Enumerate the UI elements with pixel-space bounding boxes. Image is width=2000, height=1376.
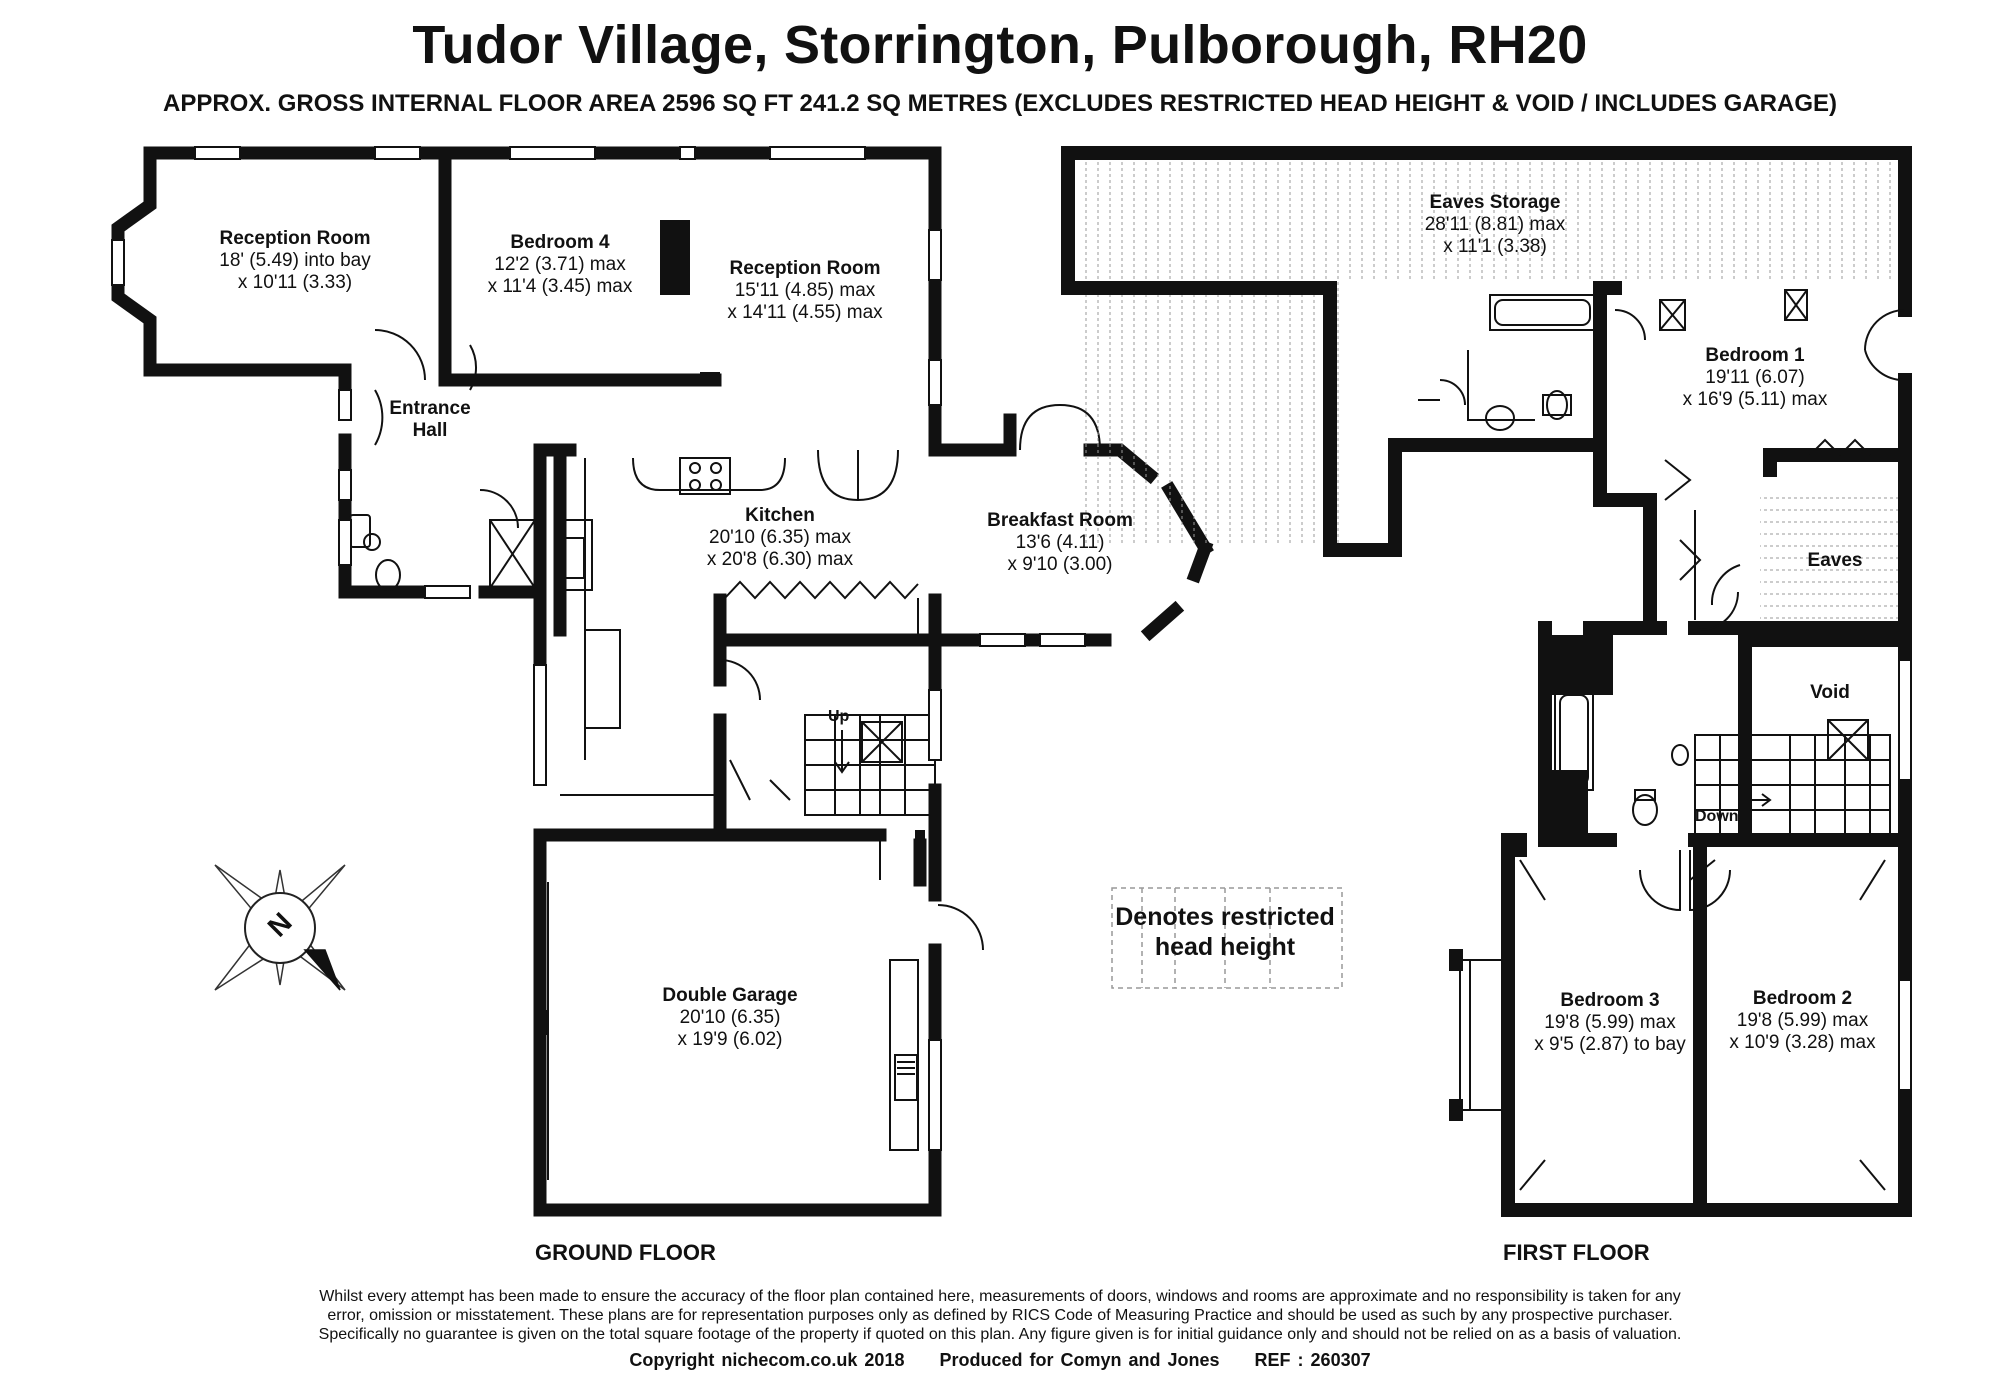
kitchen-label: Kitchen 20'10 (6.35) max x 20'8 (6.30) m… [680,505,880,571]
room-name: Breakfast Room [987,510,1133,531]
room-dimension: x 10'11 (3.33) [237,272,353,293]
eaves-label: Eaves [1785,550,1885,572]
room-name: Kitchen [745,505,815,526]
eaves-storage-label: Eaves Storage 28'11 (8.81) max x 11'1 (3… [1390,192,1600,258]
entrance-hall-label: Entrance Hall [370,398,490,442]
room-dimension: x 19'9 (6.02) [677,1029,783,1050]
room-name: Bedroom 2 [1752,988,1853,1009]
room-name: Bedroom 4 [510,232,610,253]
room-dimension: 19'8 (5.99) max [1736,1010,1869,1031]
room-dimension: x 14'11 (4.55) max [727,302,883,323]
produced-for-text: Produced for Comyn and Jones [939,1350,1220,1370]
reception-room-left-label: Reception Room 18' (5.49) into bay x 10'… [180,228,410,294]
room-name: Reception Room [219,228,371,249]
room-name: Bedroom 3 [1560,990,1660,1011]
breakfast-room-label: Breakfast Room 13'6 (4.11) x 9'10 (3.00) [970,510,1150,576]
reference-text: REF : 260307 [1254,1350,1371,1370]
room-name: Hall [412,420,448,441]
bedroom-1-label: Bedroom 1 19'11 (6.07) x 16'9 (5.11) max [1660,345,1850,411]
plan-title: Tudor Village, Storrington, Pulborough, … [412,15,1588,75]
room-name: Reception Room [729,258,881,279]
room-dimension: x 20'8 (6.30) max [706,549,854,570]
copyright-text: Copyright nichecom.co.uk 2018 [629,1350,905,1370]
disclaimer-line: Specifically no guarantee is given on th… [318,1326,1682,1343]
room-dimension: 19'8 (5.99) max [1544,1012,1676,1033]
bedroom-2-label: Bedroom 2 19'8 (5.99) max x 10'9 (3.28) … [1710,988,1895,1054]
room-dimension: 28'11 (8.81) max [1424,214,1566,235]
legend-line: head height [1154,933,1296,961]
footer: Copyright nichecom.co.uk 2018 Produced f… [0,1350,2000,1371]
void-label: Void [1790,682,1870,704]
room-dimension: 15'11 (4.85) max [734,280,876,301]
first-floor-label: FIRST FLOOR [1503,1240,1650,1265]
room-dimension: 12'2 (3.71) max [494,254,626,275]
disclaimer-line: Whilst every attempt has been made to en… [319,1288,1681,1305]
bedroom-3-label: Bedroom 3 19'8 (5.99) max x 9'5 (2.87) t… [1520,990,1700,1056]
room-dimension: x 16'9 (5.11) max [1682,389,1828,410]
double-garage-label: Double Garage 20'10 (6.35) x 19'9 (6.02) [640,985,820,1051]
bedroom-4-label: Bedroom 4 12'2 (3.71) max x 11'4 (3.45) … [470,232,650,298]
room-name: Double Garage [662,985,798,1006]
room-dimension: 19'11 (6.07) [1705,367,1805,388]
ground-floor-label: GROUND FLOOR [535,1240,716,1265]
legend-line: Denotes restricted [1115,903,1335,931]
floor-area-subtitle: APPROX. GROSS INTERNAL FLOOR AREA 2596 S… [163,90,1837,117]
legend-box [1111,887,1343,989]
room-dimension: x 11'4 (3.45) max [487,276,633,297]
disclaimer-line: error, omission or misstatement. These p… [327,1307,1673,1324]
ground-floor-plan [111,146,1214,1217]
room-dimension: 20'10 (6.35) max [709,527,851,548]
room-name: Entrance [389,398,471,419]
first-floor-plan [1061,146,1912,1217]
room-dimension: x 11'1 (3.38) [1443,236,1547,257]
room-dimension: 18' (5.49) into bay [219,250,371,271]
reception-room-right-label: Reception Room 15'11 (4.85) max x 14'11 … [700,258,910,324]
stairs-down-label: Down [1695,808,1739,825]
room-name: Eaves [1807,550,1863,571]
room-name: Bedroom 1 [1705,345,1805,366]
compass-rose-icon [214,864,346,991]
room-name: Eaves Storage [1429,192,1561,213]
room-dimension: 20'10 (6.35) [679,1007,781,1028]
restricted-height-legend: Denotes restricted head height [1097,902,1353,962]
stairs-up-label: Up [828,708,850,725]
room-dimension: x 9'10 (3.00) [1007,554,1113,575]
room-dimension: 13'6 (4.11) [1015,532,1105,553]
disclaimer-text: Whilst every attempt has been made to en… [220,1287,1780,1344]
room-dimension: x 9'5 (2.87) to bay [1534,1034,1686,1055]
room-name: Void [1810,682,1850,703]
room-dimension: x 10'9 (3.28) max [1729,1032,1876,1053]
